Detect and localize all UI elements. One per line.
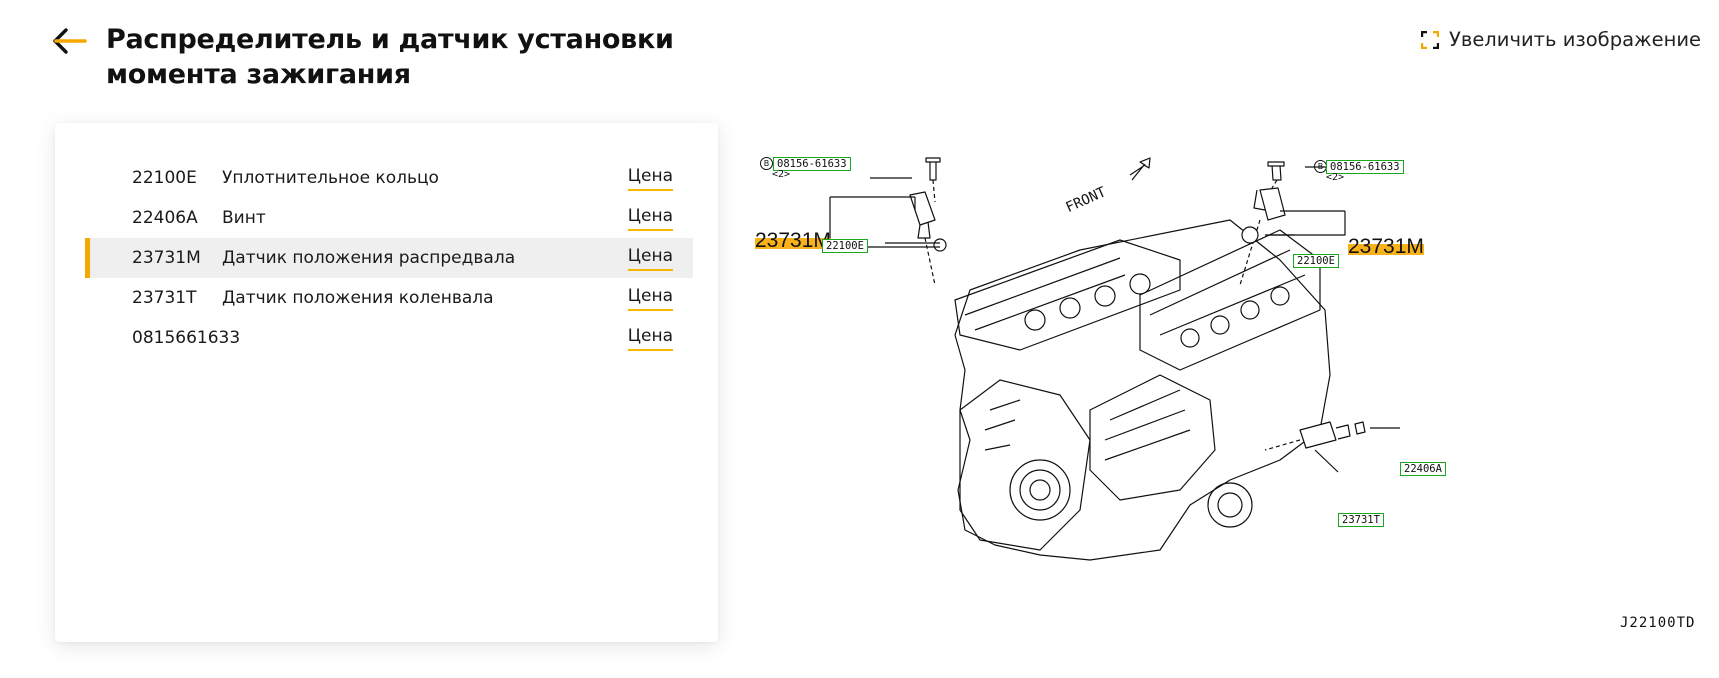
part-code: 22406A xyxy=(132,208,198,228)
part-name: Уплотнительное кольцо xyxy=(222,168,439,188)
page-title: Распределитель и датчик установки момент… xyxy=(106,24,674,90)
diagram-callout-23731M-right[interactable]: 23731M xyxy=(1346,235,1426,259)
expand-icon xyxy=(1420,30,1439,49)
part-code: 0815661633 xyxy=(132,328,241,348)
diagram-callout-23731M-left[interactable]: 23731M xyxy=(753,229,833,253)
part-row[interactable]: 23731T Датчик положения коленвала Цена xyxy=(85,278,693,318)
price-link[interactable]: Цена xyxy=(627,286,673,311)
bolt-marker-left: B xyxy=(760,157,773,170)
part-row[interactable]: 22406A Винт Цена xyxy=(85,198,693,238)
price-link[interactable]: Цена xyxy=(627,206,673,231)
part-row[interactable]: 0815661633 Цена xyxy=(85,318,693,358)
arrow-left-icon xyxy=(53,28,87,54)
diagram-tag-08156-61633-left[interactable]: 08156-61633 xyxy=(773,157,851,171)
qty-label-left: <2> xyxy=(772,169,791,180)
part-name: Датчик положения распредвала xyxy=(222,248,516,268)
zoom-image-label: Увеличить изображение xyxy=(1448,28,1701,51)
callout-text: 23731M xyxy=(1348,235,1424,258)
diagram-tag-22100E-left[interactable]: 22100E xyxy=(822,239,868,253)
back-button[interactable] xyxy=(52,28,88,54)
part-code: 22100E xyxy=(132,168,197,188)
parts-diagram: B 08156-61633 <2> B 08156-61633 <2> 2373… xyxy=(755,110,1706,655)
part-name: Датчик положения коленвала xyxy=(222,288,494,308)
diagram-tag-22406A[interactable]: 22406A xyxy=(1400,462,1446,476)
part-row-selected[interactable]: 23731M Датчик положения распредвала Цена xyxy=(85,238,693,278)
price-link[interactable]: Цена xyxy=(627,166,673,191)
diagram-tag-08156-61633-right[interactable]: 08156-61633 xyxy=(1326,160,1404,174)
diagram-tag-23731T[interactable]: 23731T xyxy=(1338,513,1384,527)
part-code: 23731T xyxy=(132,288,197,308)
diagram-code: J22100TD xyxy=(1620,615,1696,631)
callout-text: 23731M xyxy=(755,229,831,252)
zoom-image-button[interactable]: Увеличить изображение xyxy=(1420,28,1701,51)
price-link[interactable]: Цена xyxy=(627,246,673,271)
qty-label-right: <2> xyxy=(1326,172,1345,183)
part-name: Винт xyxy=(222,208,266,228)
part-row[interactable]: 22100E Уплотнительное кольцо Цена xyxy=(85,158,693,198)
engine-drawing xyxy=(829,157,1400,561)
diagram-tag-22100E-right[interactable]: 22100E xyxy=(1293,254,1339,268)
parts-list: 22100E Уплотнительное кольцо Цена 22406A… xyxy=(85,158,693,358)
parts-list-card: 22100E Уплотнительное кольцо Цена 22406A… xyxy=(55,123,718,642)
price-link[interactable]: Цена xyxy=(627,326,673,351)
part-code: 23731M xyxy=(132,248,201,268)
